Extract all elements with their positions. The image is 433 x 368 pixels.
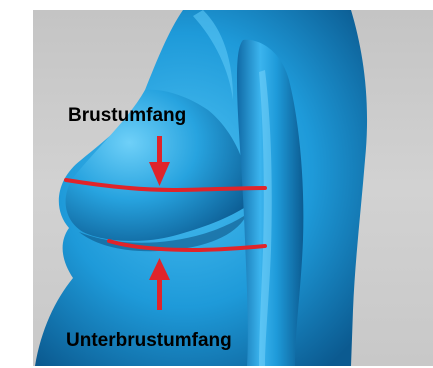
underbust-label: Unterbrustumfang <box>66 331 232 350</box>
bust-label: Brustumfang <box>68 106 186 125</box>
body-scan-svg <box>33 10 433 366</box>
body-scan-figure <box>33 10 433 366</box>
